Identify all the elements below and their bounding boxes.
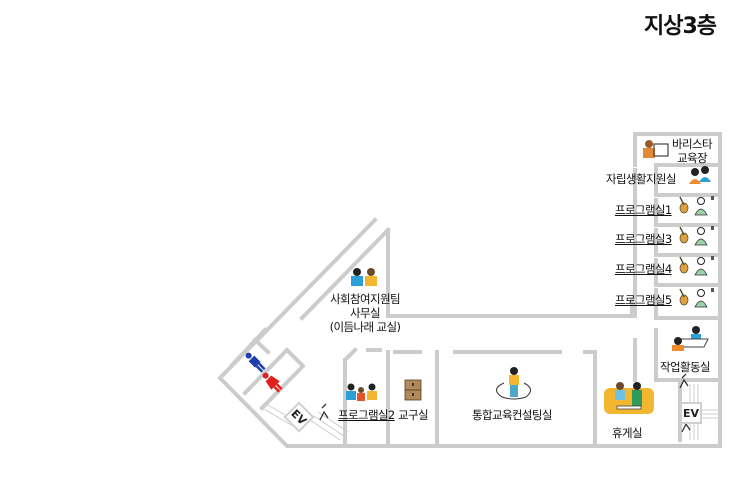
boxes-icon: [404, 379, 422, 401]
counseling-icon: [689, 166, 711, 184]
guitar-icon: [679, 288, 689, 306]
person-icon: [694, 256, 714, 276]
room-consulting: 통합교육컨설팅실: [472, 408, 552, 422]
room-program4: 프로그램실4: [615, 262, 672, 276]
guitar-icon: [679, 256, 689, 274]
team-icon: [351, 268, 377, 286]
person-icon: [694, 288, 714, 308]
room-program2: 프로그램실2: [338, 408, 395, 422]
jump-rope-icon: [496, 367, 531, 400]
floor-title: 지상3층: [643, 14, 717, 39]
room-work-activity: 작업활동실: [660, 360, 711, 374]
room-social-team: 사회참여지원팀 사무실 (이듬나래 교실): [320, 292, 410, 334]
desk-work-icon: [672, 326, 709, 351]
room-program1: 프로그램실1: [615, 203, 672, 217]
men-restroom-icon: [245, 352, 266, 373]
group-icon: [346, 383, 377, 401]
room-supplies: 교구실: [398, 408, 429, 422]
person-icon: [694, 226, 714, 246]
room-social-team-label-1: 사회참여지원팀: [330, 292, 400, 306]
room-independent-living: 자립생활지원실: [606, 172, 676, 186]
room-barista: 바리스타 교육장: [672, 137, 713, 165]
room-lounge: 휴게실: [612, 426, 643, 440]
sofa-icon: [604, 382, 654, 414]
barista-icon: [643, 140, 669, 158]
women-restroom-icon: [262, 372, 283, 393]
room-barista-label-1: 바리스타: [672, 137, 713, 151]
room-social-team-label-3: (이듬나래 교실): [329, 320, 401, 334]
person-icon: [694, 196, 714, 216]
room-social-team-label-2: 사무실: [350, 306, 381, 320]
room-program5: 프로그램실5: [615, 293, 672, 307]
guitar-icon: [679, 226, 689, 244]
elevator-right: EV: [680, 402, 702, 424]
room-program3: 프로그램실3: [615, 232, 672, 246]
room-barista-label-2: 교육장: [676, 151, 708, 165]
outer-wall-bottom-left: [217, 217, 722, 448]
guitar-icon: [679, 196, 689, 214]
